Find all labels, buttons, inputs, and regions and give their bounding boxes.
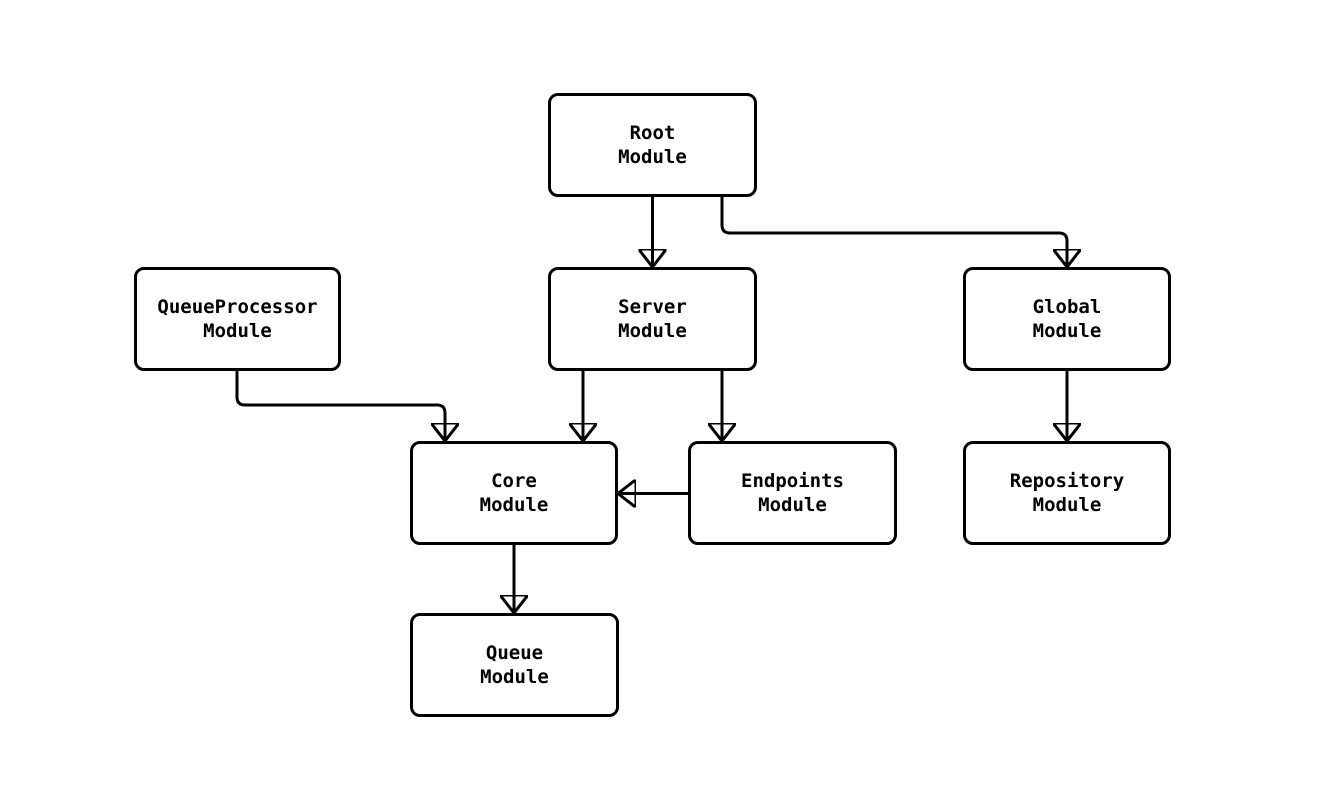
node-queue-module: Queue Module — [410, 613, 619, 717]
edge-root-to-global — [720, 197, 1067, 267]
edge-queueprocessor-to-core — [235, 371, 445, 441]
node-global-module-label: Global Module — [1032, 296, 1102, 342]
node-endpoints-module: Endpoints Module — [688, 441, 897, 545]
node-queueprocessor-module-label: QueueProcessor Module — [157, 296, 318, 342]
node-server-module: Server Module — [548, 267, 757, 371]
node-server-module-label: Server Module — [618, 296, 687, 342]
node-global-module: Global Module — [963, 267, 1171, 371]
node-repository-module: Repository Module — [963, 441, 1171, 545]
node-queueprocessor-module: QueueProcessor Module — [134, 267, 341, 371]
node-root-module-label: Root Module — [618, 122, 687, 168]
node-repository-module-label: Repository Module — [1009, 470, 1125, 516]
node-core-module-label: Core Module — [479, 470, 549, 516]
node-endpoints-module-label: Endpoints Module — [741, 470, 844, 516]
node-root-module: Root Module — [548, 93, 757, 197]
node-core-module: Core Module — [410, 441, 618, 545]
node-queue-module-label: Queue Module — [480, 642, 549, 688]
